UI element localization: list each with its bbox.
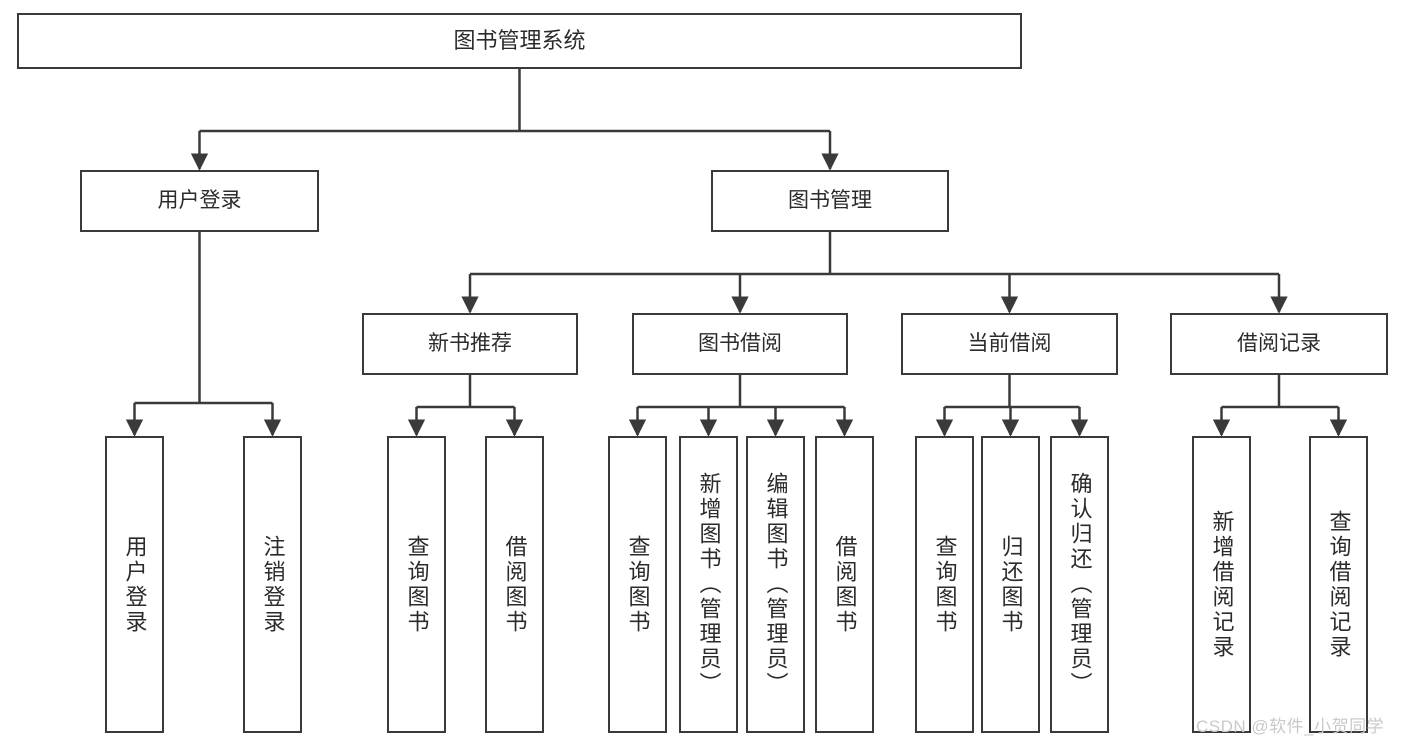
node-label: 当前借阅 bbox=[967, 331, 1052, 355]
node-label: 借阅图书 bbox=[502, 534, 528, 635]
node-leaf-borrow-edit-book: 编辑图书（管理员） bbox=[746, 436, 805, 733]
node-leaf-borrow-add-book: 新增图书（管理员） bbox=[679, 436, 738, 733]
node-book-manage: 图书管理 bbox=[711, 170, 949, 232]
node-user-login: 用户登录 bbox=[80, 170, 319, 232]
node-label: 查询图书 bbox=[932, 534, 958, 635]
csdn-watermark: CSDN @软件_小贺同学 bbox=[1196, 717, 1385, 736]
node-label: 编辑图书（管理员） bbox=[763, 472, 789, 697]
node-label: 确认归还（管理员） bbox=[1067, 472, 1093, 697]
node-new-book-rec: 新书推荐 bbox=[362, 313, 578, 375]
node-leaf-rec-query-record: 查询借阅记录 bbox=[1309, 436, 1368, 733]
node-leaf-rec-add-record: 新增借阅记录 bbox=[1192, 436, 1251, 733]
node-leaf-rec-borrow-book: 借阅图书 bbox=[485, 436, 544, 733]
node-label: 借阅记录 bbox=[1237, 331, 1321, 355]
node-leaf-user-logout: 注销登录 bbox=[243, 436, 302, 733]
node-current-borrow: 当前借阅 bbox=[901, 313, 1118, 375]
node-label: 查询图书 bbox=[625, 534, 651, 635]
node-label: 图书管理系统 bbox=[453, 28, 586, 54]
node-label: 归还图书 bbox=[998, 534, 1024, 635]
node-label: 注销登录 bbox=[260, 534, 286, 635]
node-book-borrow: 图书借阅 bbox=[632, 313, 848, 375]
node-root: 图书管理系统 bbox=[17, 13, 1022, 69]
node-leaf-user-login: 用户登录 bbox=[105, 436, 164, 733]
node-label: 图书管理 bbox=[788, 188, 872, 212]
node-label: 借阅图书 bbox=[832, 534, 858, 635]
node-label: 图书借阅 bbox=[698, 331, 782, 355]
node-leaf-cur-query-book: 查询图书 bbox=[915, 436, 974, 733]
node-label: 新增借阅记录 bbox=[1209, 509, 1235, 660]
node-leaf-cur-confirm-return: 确认归还（管理员） bbox=[1050, 436, 1109, 733]
node-leaf-cur-return-book: 归还图书 bbox=[981, 436, 1040, 733]
node-label: 查询借阅记录 bbox=[1326, 509, 1352, 660]
node-label: 新书推荐 bbox=[428, 331, 512, 355]
node-label: 查询图书 bbox=[404, 534, 430, 635]
node-borrow-record: 借阅记录 bbox=[1170, 313, 1388, 375]
node-leaf-rec-query-book: 查询图书 bbox=[387, 436, 446, 733]
node-leaf-borrow-query-book: 查询图书 bbox=[608, 436, 667, 733]
node-leaf-borrow-borrow-book: 借阅图书 bbox=[815, 436, 874, 733]
node-label: 用户登录 bbox=[122, 534, 148, 635]
node-label: 新增图书（管理员） bbox=[696, 472, 722, 697]
node-label: 用户登录 bbox=[157, 188, 242, 212]
